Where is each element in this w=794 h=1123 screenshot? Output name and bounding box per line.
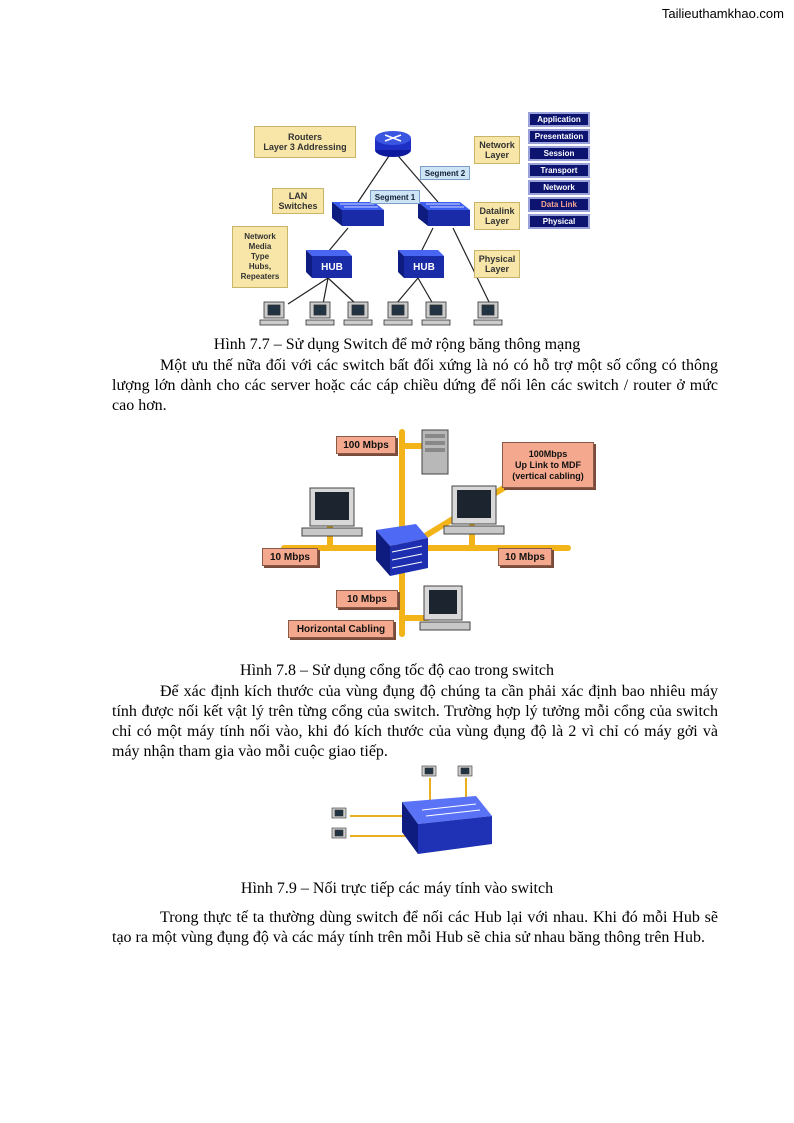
osi-layer-network: Network xyxy=(528,180,590,195)
hub-right-label: HUB xyxy=(413,261,435,273)
network-layer-label: Network Layer xyxy=(474,136,520,164)
figure-7-7-caption: Hình 7.7 – Sử dụng Switch để mở rộng băn… xyxy=(213,336,581,353)
computer-icons xyxy=(259,301,503,326)
small-computer-icons xyxy=(331,765,473,839)
osi-layer-transport: Transport xyxy=(528,163,590,178)
top-left-speed-label: 100 Mbps xyxy=(336,436,396,454)
lan-switch-right-icon xyxy=(418,202,470,226)
datalink-layer-label: Datalink Layer xyxy=(474,202,520,230)
high-speed-port-diagram xyxy=(281,429,571,637)
bottom-speed-label: 10 Mbps xyxy=(336,590,398,608)
figure-7-9 xyxy=(326,762,498,870)
hub-right-icon xyxy=(398,250,444,278)
network-media-label: Network Media Type Hubs, Repeaters xyxy=(232,226,288,288)
hub-left-label: HUB xyxy=(321,261,343,273)
horizontal-cabling-label: Horizontal Cabling xyxy=(288,620,394,638)
left-speed-label: 10 Mbps xyxy=(262,548,318,566)
switch-network-diagram xyxy=(259,131,503,326)
hub-left-icon xyxy=(306,250,352,278)
physical-layer-label: Physical Layer xyxy=(474,250,520,278)
router-icon xyxy=(375,131,411,157)
right-speed-label: 10 Mbps xyxy=(498,548,552,566)
paragraph-1: Một ưu thế nữa đối với các switch bất đố… xyxy=(112,357,718,414)
switch-3d-icon xyxy=(402,796,492,854)
workstation-bottom-icon xyxy=(419,585,471,631)
paragraph-3: Trong thực tế ta thường dùng switch để n… xyxy=(112,909,718,946)
osi-layer-data-link: Data Link xyxy=(528,197,590,212)
workstation-right-icon xyxy=(443,485,505,535)
server-tower-icon xyxy=(421,429,449,475)
uplink-label: 100Mbps Up Link to MDF (vertical cabling… xyxy=(502,442,594,488)
direct-connection-diagram xyxy=(331,765,492,854)
osi-layer-presentation: Presentation xyxy=(528,129,590,144)
figure-7-8-caption: Hình 7.8 – Sử dụng cổng tốc độ cao trong… xyxy=(240,662,554,679)
routers-label: Routers Layer 3 Addressing xyxy=(254,126,356,158)
paragraph-2: Để xác định kích thước của vùng đụng độ … xyxy=(112,683,718,760)
workstation-left-icon xyxy=(301,487,363,537)
segment-2-label: Segment 2 xyxy=(420,166,470,180)
osi-layer-application: Application xyxy=(528,112,590,127)
figure-7-9-caption: Hình 7.9 – Nối trực tiếp các máy tính và… xyxy=(240,880,554,897)
lan-switch-left-icon xyxy=(332,202,384,226)
segment-1-label: Segment 1 xyxy=(370,190,420,204)
site-watermark: Tailieuthamkhao.com xyxy=(661,6,784,21)
figure-7-8: 100 Mbps 100Mbps Up Link to MDF (vertica… xyxy=(262,428,610,650)
lan-switches-label: LAN Switches xyxy=(272,188,324,214)
figure-7-7: Routers Layer 3 Addressing LAN Switches … xyxy=(228,108,598,334)
osi-layer-physical: Physical xyxy=(528,214,590,229)
central-switch-icon xyxy=(376,524,428,576)
osi-layer-session: Session xyxy=(528,146,590,161)
